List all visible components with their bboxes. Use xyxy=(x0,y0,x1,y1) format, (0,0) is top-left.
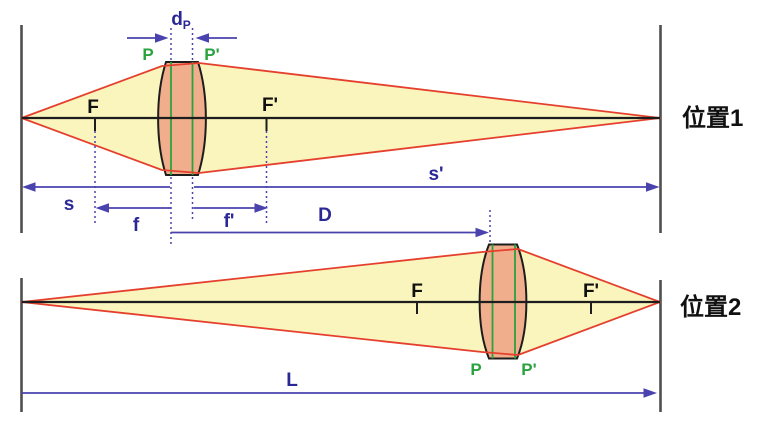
d-label: D xyxy=(318,205,332,226)
f-arrow-head xyxy=(95,203,109,213)
dp-arrow-left-head xyxy=(155,33,169,43)
position-1-diagram: dP P P' F F' s s' f f' D 位置1 xyxy=(20,9,743,245)
d-arrow-head xyxy=(475,227,489,238)
position-1-title: 位置1 xyxy=(682,104,743,132)
back-focal-point-label: F' xyxy=(583,281,599,302)
dp-label: dP xyxy=(171,9,191,32)
s-arrow-head xyxy=(22,182,36,192)
principal-plane-p-label: P xyxy=(142,45,153,64)
front-focal-point-label: F xyxy=(87,97,99,118)
l-arrow-head xyxy=(643,388,657,398)
f-prime-arrow-head xyxy=(254,203,268,213)
principal-plane-p-prime-label: P' xyxy=(521,360,536,379)
dp-arrow-right-head xyxy=(195,33,209,43)
f-label: f xyxy=(133,215,140,236)
principal-plane-p-label: P xyxy=(470,360,481,379)
f-prime-label: f' xyxy=(224,211,235,232)
position-2-title: 位置2 xyxy=(680,293,741,321)
s-prime-label: s' xyxy=(428,164,443,185)
l-label: L xyxy=(286,370,298,391)
s-prime-arrow-head xyxy=(646,182,660,192)
s-label: s xyxy=(64,194,75,215)
back-focal-point-label: F' xyxy=(262,95,278,116)
front-focal-point-label: F xyxy=(411,281,423,302)
position-2-diagram: F F' P P' L 位置2 xyxy=(20,243,741,412)
principal-plane-p-prime-label: P' xyxy=(204,45,219,64)
